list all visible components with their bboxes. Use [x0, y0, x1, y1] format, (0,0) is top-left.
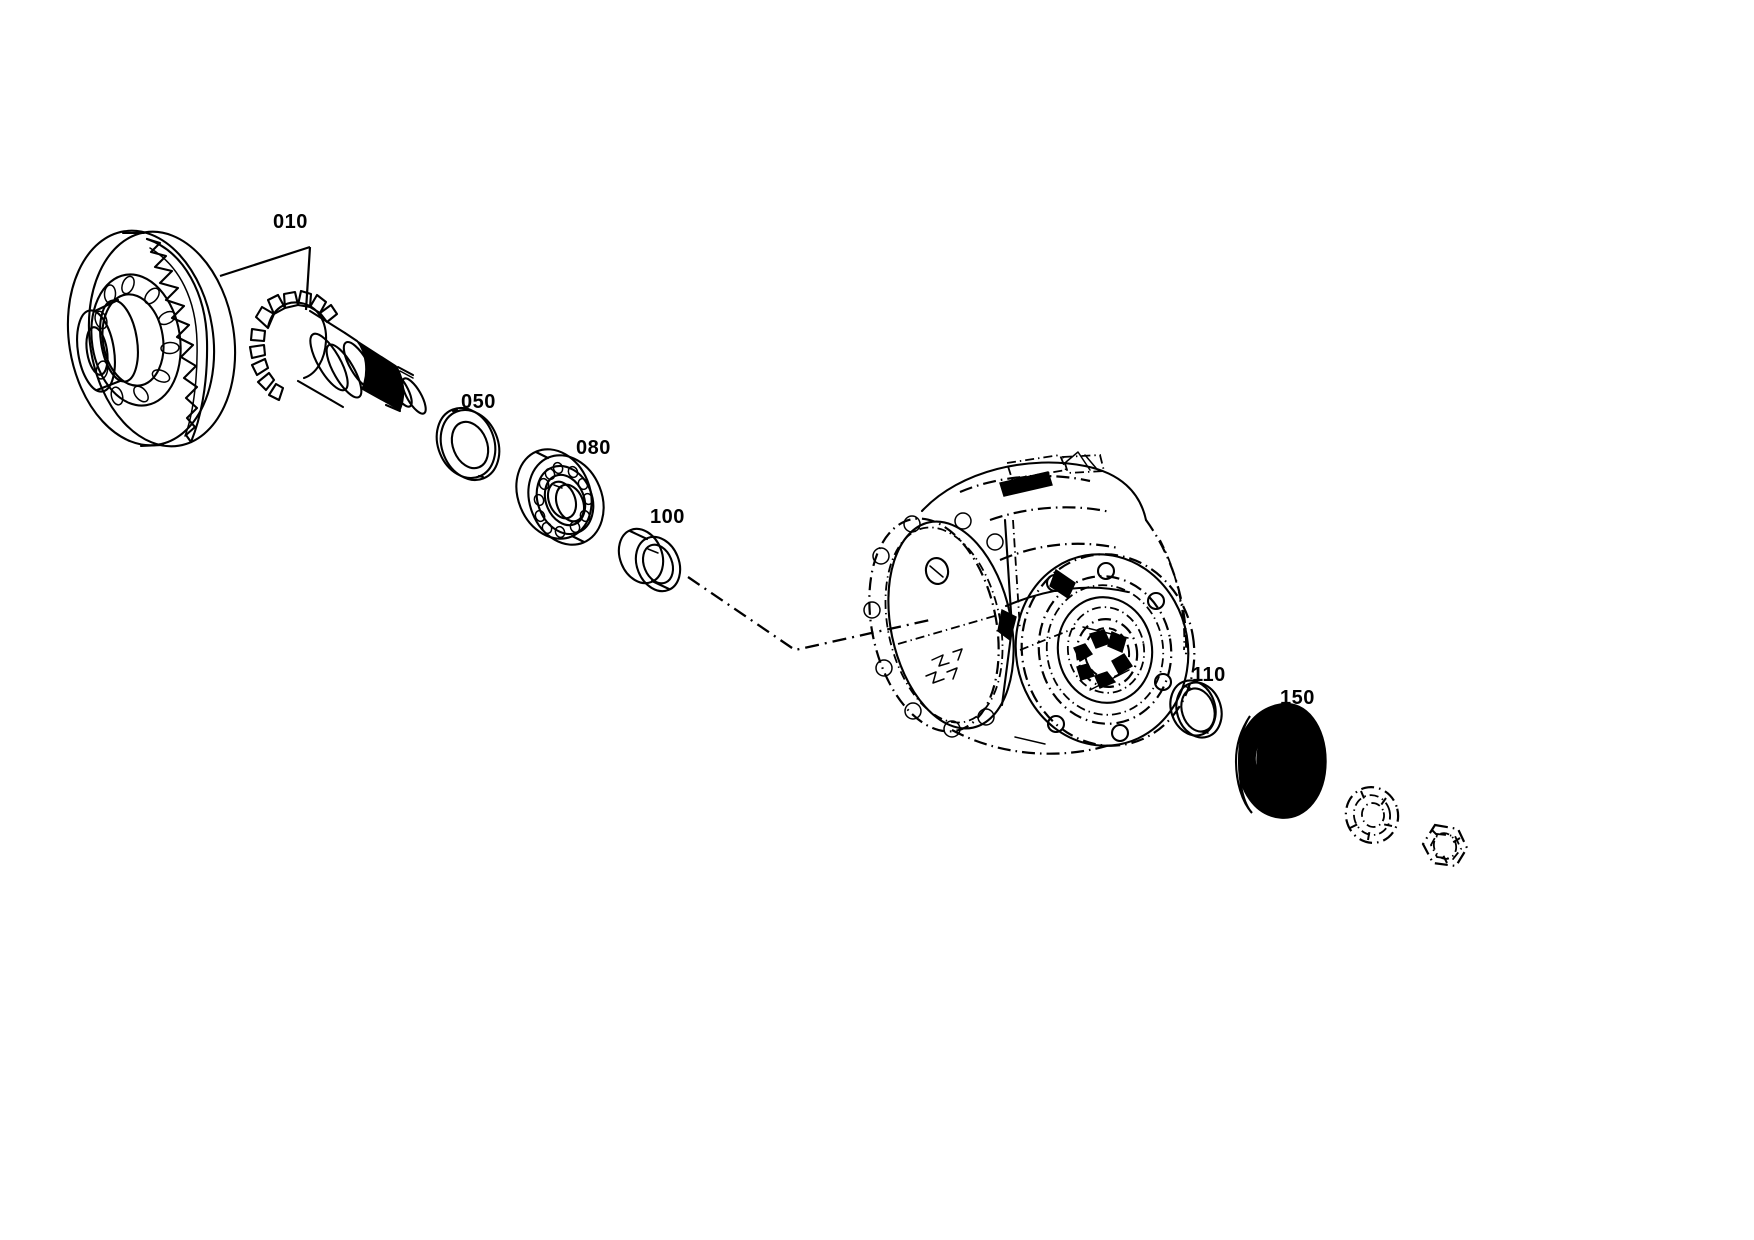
- part-pinion-shaft: [248, 289, 427, 415]
- callout-100: 100: [650, 506, 685, 528]
- part-spacer-sleeve: [617, 527, 682, 593]
- callout-150: 150: [1280, 687, 1315, 709]
- leader-lines: [219, 245, 931, 652]
- ring-gear-bolt-holes: [94, 275, 180, 406]
- housing-cast-marking: [925, 648, 963, 684]
- housing-inner-bore-detail: [1073, 618, 1139, 691]
- part-shim-washer: [1169, 679, 1223, 739]
- part-hex-nut: [1421, 823, 1469, 868]
- callout-110: 110: [1192, 664, 1226, 686]
- callout-010: 010: [273, 211, 308, 233]
- part-shim-ring: [435, 406, 501, 482]
- part-roller-bearing: [515, 448, 605, 546]
- housing-flange-bolt-bosses: [863, 512, 1004, 738]
- callout-050: 050: [461, 391, 496, 413]
- part-sealed-bearing: [1234, 703, 1327, 819]
- callout-080: 080: [576, 437, 611, 459]
- part-axle-housing: [863, 451, 1196, 755]
- housing-bearing-carrier: [1014, 553, 1196, 747]
- pinion-teeth: [248, 289, 339, 402]
- part-ring-gear: [66, 229, 237, 448]
- part-lock-washer: [1344, 786, 1400, 844]
